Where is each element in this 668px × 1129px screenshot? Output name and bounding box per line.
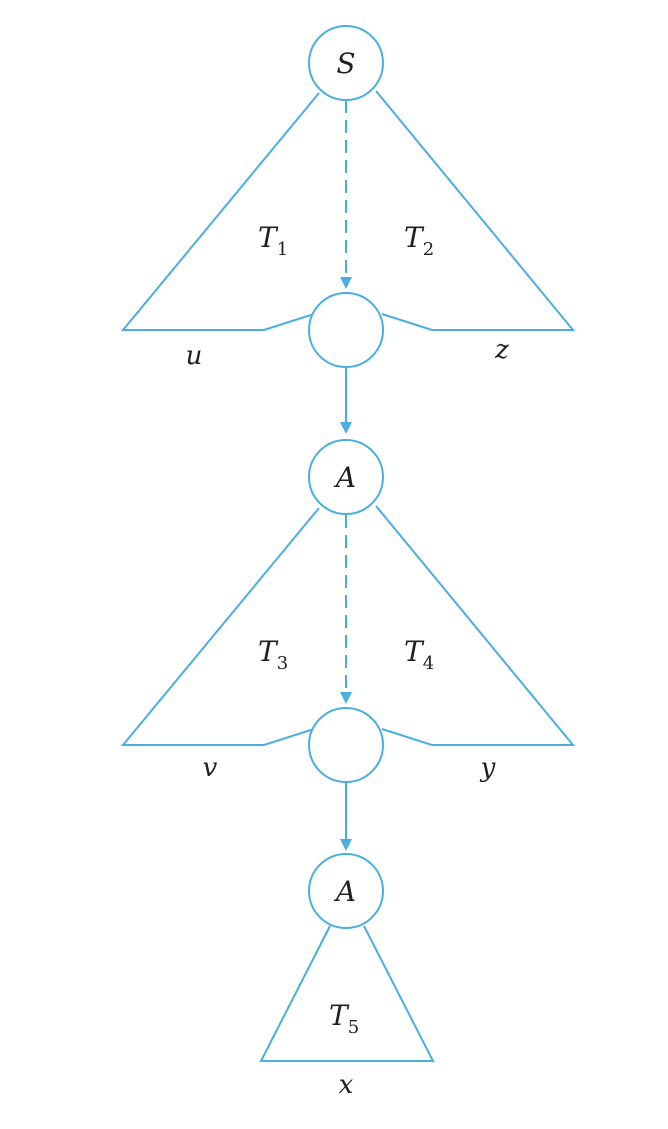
tree-label-t2: T2 (404, 221, 434, 260)
lower-frontier-node (308, 707, 384, 783)
mid-node-circle (308, 439, 384, 515)
lower-triangle-outline-left (120, 507, 320, 746)
bottom-node-label: A (333, 875, 356, 908)
lower-triangle-outline-right (375, 505, 576, 746)
upper-triangle-outline (120, 92, 320, 331)
tree-label-t5: T5 (329, 999, 359, 1038)
bottom-node-circle (308, 853, 384, 929)
string-label-v: v (203, 753, 218, 783)
string-label-u: u (186, 341, 203, 371)
upper-triangle-outline-right (375, 90, 576, 331)
tree-label-t4: T4 (404, 635, 434, 674)
tree-label-t3: T3 (258, 635, 288, 674)
mid-node-label: A (333, 461, 356, 494)
tree-label-t1: T1 (258, 221, 288, 260)
bottom-triangle-outline (259, 925, 435, 1062)
string-label-z: z (494, 335, 509, 365)
string-label-y: y (480, 753, 496, 783)
upper-frontier-node (308, 292, 384, 368)
string-label-x: x (339, 1070, 354, 1100)
root-node-circle (308, 25, 384, 101)
root-node-label: S (336, 47, 355, 80)
